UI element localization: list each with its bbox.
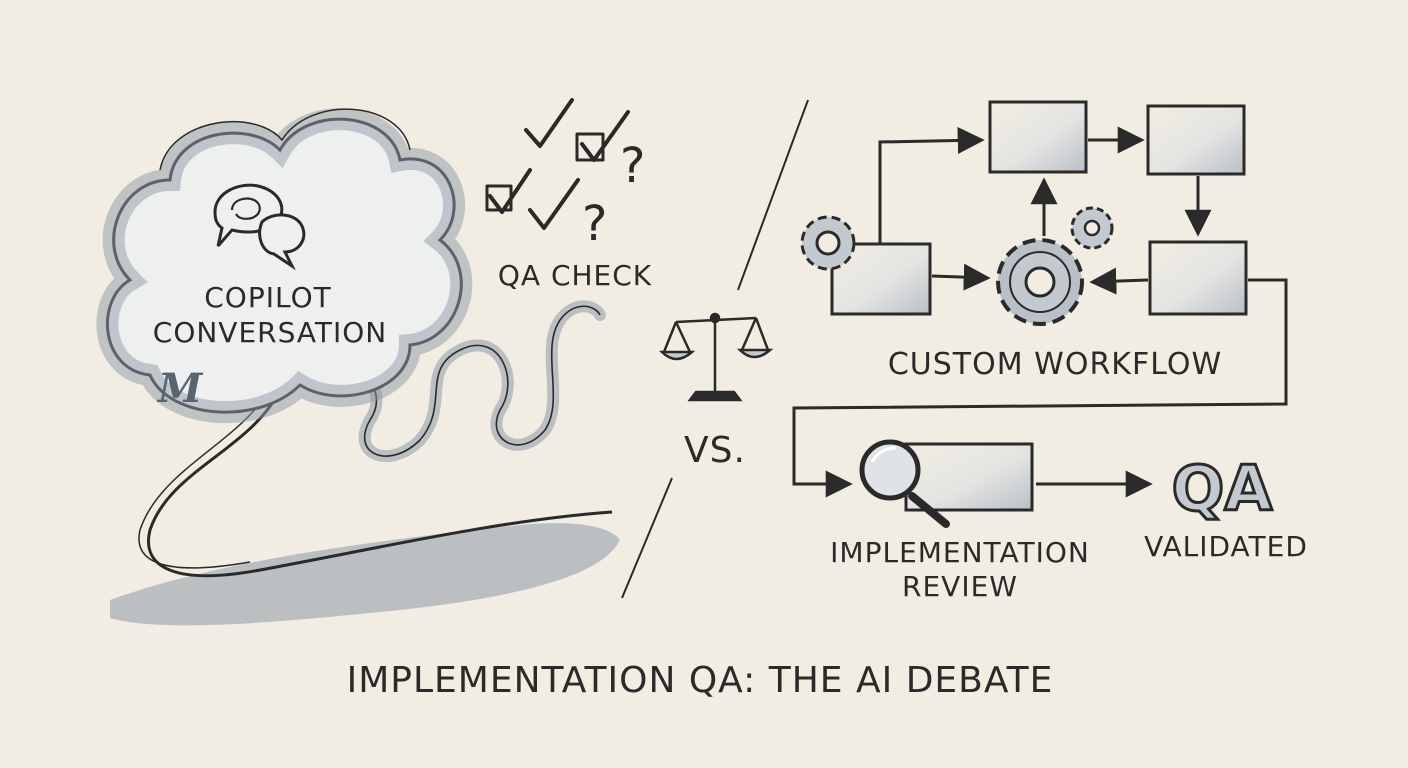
- review-label-line2: REVIEW: [902, 570, 1018, 603]
- gear-icon: [800, 215, 856, 271]
- question-mark-icon: ?: [620, 138, 645, 194]
- review-box: [904, 442, 1034, 512]
- arrow-icon: [878, 126, 985, 244]
- bubble-label-line2: CONVERSATION: [153, 316, 387, 349]
- workflow-box-top-right: [1146, 104, 1246, 176]
- workflow-arrows: [792, 126, 1288, 498]
- arrow-icon: [1089, 267, 1149, 295]
- qa-check-label: QA CHECK: [498, 259, 652, 292]
- question-mark-icon: ?: [582, 196, 607, 252]
- review-label-line1: IMPLEMENTATION: [830, 536, 1090, 569]
- copilot-section: M COPILOT CONVERSATION: [96, 108, 620, 626]
- checkmark-icon: [528, 178, 580, 230]
- checkmark-icon: [524, 98, 574, 148]
- thought-bubble-outline: [159, 108, 411, 171]
- workflow-label: CUSTOM WORKFLOW: [888, 347, 1222, 382]
- chat-bubbles-icon: [213, 183, 306, 271]
- bubble-label-line1: COPILOT: [204, 281, 331, 314]
- checkmark-icon: [488, 168, 532, 214]
- qa-badge: QA: [1172, 452, 1273, 525]
- arrow-icon: [792, 278, 1288, 498]
- arrow-icon: [931, 263, 991, 291]
- thought-bubble-wash: [96, 108, 473, 424]
- page-title: IMPLEMENTATION QA: THE AI DEBATE: [347, 660, 1054, 701]
- gear-icon: [1070, 206, 1114, 250]
- qa-check-cluster: ? ?: [485, 98, 645, 252]
- divider: [621, 99, 809, 599]
- gear-icon: [996, 238, 1084, 326]
- smoke-swirl-outline: [329, 305, 601, 457]
- magnifier-icon: [859, 439, 950, 528]
- ribbon-stroke: [147, 389, 613, 578]
- checkmark-icon: [580, 110, 630, 162]
- validated-label: VALIDATED: [1144, 530, 1308, 563]
- bubble-logo: M: [156, 365, 204, 412]
- balance-scale-icon: [658, 312, 774, 402]
- workflow-box-right: [1148, 240, 1248, 316]
- workflow-section: CUSTOM WORKFLOW IMPLEMENTATION REVIEW QA…: [792, 100, 1308, 603]
- ribbon-stroke-inner: [138, 391, 269, 569]
- ground-wash: [110, 523, 620, 626]
- versus-label: VS.: [684, 430, 746, 471]
- workflow-box-top-left: [988, 100, 1088, 174]
